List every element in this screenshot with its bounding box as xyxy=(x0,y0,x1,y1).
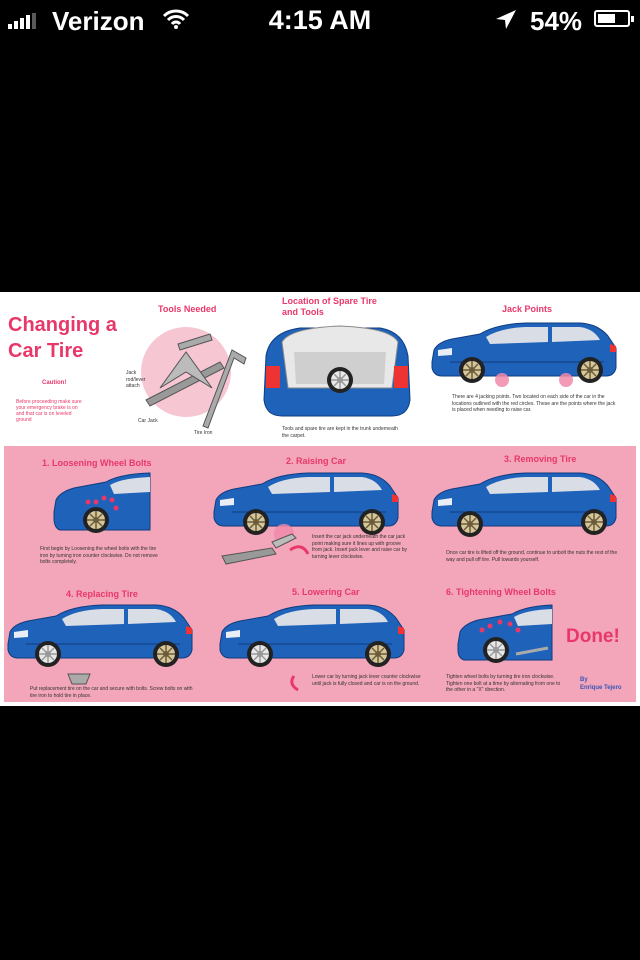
step-4-text: Put replacement tire on the car and secu… xyxy=(30,686,193,699)
step-5-text: Lower car by turning jack lever counter … xyxy=(312,674,421,687)
tire-change-infographic: Changing a Car Tire Caution! Before proc… xyxy=(0,292,640,706)
jackpoints-text: There are 4 jacking points. Two located … xyxy=(452,394,616,413)
spare-heading: Location of Spare Tire and Tools xyxy=(282,296,377,317)
step-3-title: 3. Removing Tire xyxy=(504,454,577,464)
credit: By Enrique Tejero xyxy=(580,676,622,692)
step-6-text: Tighten wheel bolts by turning tire iron… xyxy=(446,674,561,693)
tire-iron-label: Tire Iron xyxy=(194,430,213,436)
step-6-title: 6. Tightening Wheel Bolts xyxy=(446,587,556,597)
caution-text: Before proceeding make sure your emergen… xyxy=(16,399,82,423)
step-2-text: Insert the car jack underneath the car j… xyxy=(312,534,408,560)
step-1-title: 1. Loosening Wheel Bolts xyxy=(42,458,152,468)
step-4-title: 4. Replacing Tire xyxy=(66,589,138,599)
status-bar: Verizon 4:15 AM 54% xyxy=(0,0,640,40)
jack-rod-label: Jack rod/lever attach xyxy=(126,370,146,389)
car-jack-label: Car Jack xyxy=(138,418,158,424)
step-1-text: First begin by Loosening the wheel bolts… xyxy=(40,546,158,565)
signal-bars-icon xyxy=(8,13,36,29)
step-2-title: 2. Raising Car xyxy=(286,456,347,466)
clock: 4:15 AM xyxy=(268,5,372,35)
caution-heading: Caution! xyxy=(42,380,67,386)
battery-icon xyxy=(594,10,634,27)
step-3-text: Once car tire is lifted off the ground, … xyxy=(446,550,618,563)
step-5-title: 5. Lowering Car xyxy=(292,587,360,597)
trunk-illustration xyxy=(263,325,411,417)
tools-heading: Tools Needed xyxy=(158,304,217,314)
tools-illustration xyxy=(141,327,247,429)
carrier-name: Verizon xyxy=(52,6,145,36)
credit-by: By xyxy=(580,677,588,683)
jackpoints-heading: Jack Points xyxy=(502,304,553,314)
spare-text: Tools and spare tire are kept in the tru… xyxy=(282,426,398,439)
poster-title: Changing a Car Tire xyxy=(8,314,117,362)
done-label: Done! xyxy=(566,626,620,647)
wifi-icon xyxy=(162,9,190,29)
infographic-artwork xyxy=(7,322,617,692)
location-arrow-icon xyxy=(496,10,516,29)
credit-name: Enrique Tejero xyxy=(580,685,622,691)
battery-percent: 54% xyxy=(530,6,583,36)
